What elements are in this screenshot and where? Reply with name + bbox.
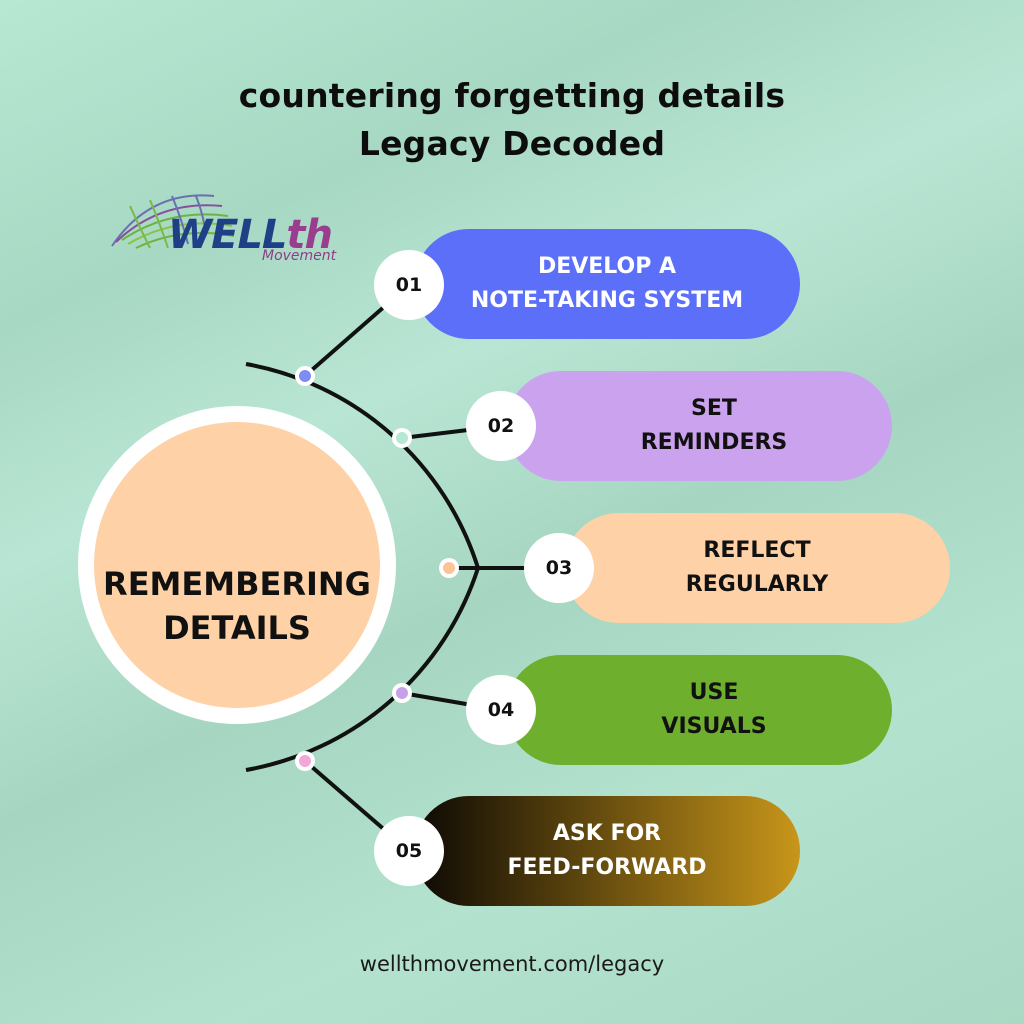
- step-02-line1: SET: [691, 396, 737, 421]
- step-04-number: 04: [466, 675, 536, 745]
- step-05-line2: FEED-FORWARD: [507, 855, 707, 880]
- step-01-pill: DEVELOP A NOTE-TAKING SYSTEM: [414, 229, 800, 339]
- step-03-line1: REFLECT: [703, 538, 811, 563]
- step-01-line1: DEVELOP A: [537, 254, 677, 279]
- step-05-line1: ASK FOR: [552, 821, 662, 846]
- step-05-number: 05: [374, 816, 444, 886]
- connector-dot-fill: [443, 562, 455, 574]
- step-03-line2: REGULARLY: [685, 572, 829, 597]
- center-circle: [94, 422, 380, 708]
- step-02-pill: SET REMINDERS: [506, 371, 892, 481]
- logo-brand-accent: th: [286, 212, 333, 258]
- footer-url: wellthmovement.com/legacy: [359, 952, 665, 976]
- step-01-number: 01: [374, 250, 444, 320]
- step-04-line1: USE: [689, 680, 739, 705]
- step-04-line2: VISUALS: [661, 714, 767, 739]
- step-03-number: 03: [524, 533, 594, 603]
- connector-dot-fill: [396, 687, 408, 699]
- center-label-line1: REMEMBERING: [103, 565, 371, 603]
- center-label-line2: DETAILS: [163, 609, 311, 647]
- step-03-pill: REFLECT REGULARLY: [564, 513, 950, 623]
- connector-dot-fill: [299, 370, 311, 382]
- page-title: countering forgetting details: [238, 76, 786, 115]
- connector-dot-fill: [299, 755, 311, 767]
- step-01-line2: NOTE-TAKING SYSTEM: [470, 288, 744, 313]
- connector-dot-fill: [396, 432, 408, 444]
- step-05-pill: ASK FOR FEED-FORWARD: [414, 796, 800, 906]
- step-04-pill: USE VISUALS: [506, 655, 892, 765]
- page-subtitle: Legacy Decoded: [358, 124, 666, 163]
- logo-subtitle: Movement: [262, 248, 337, 264]
- logo-globe-icon: [111, 194, 235, 249]
- logo: WELLth: [168, 212, 333, 258]
- step-02-line2: REMINDERS: [640, 430, 788, 455]
- logo-brand: WELL: [168, 212, 287, 258]
- step-02-number: 02: [466, 391, 536, 461]
